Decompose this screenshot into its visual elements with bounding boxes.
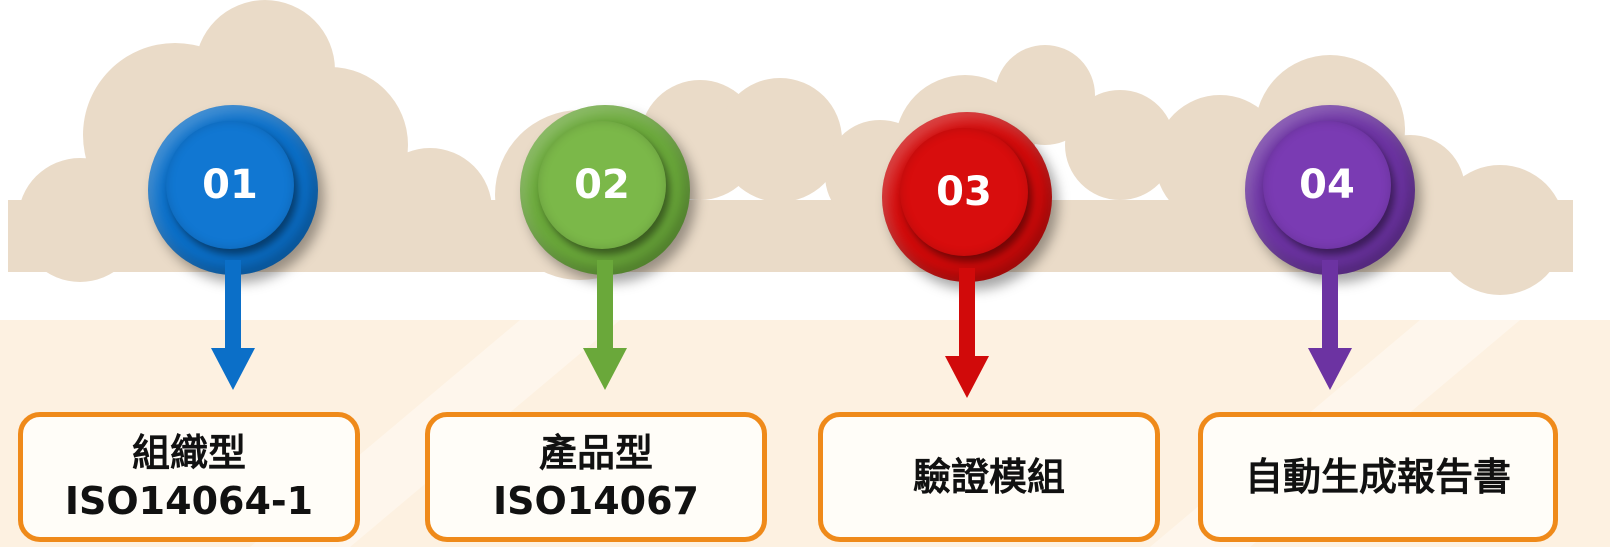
step-02-label-box: 產品型 ISO14067 (425, 412, 767, 542)
step-01-label-box: 組織型 ISO14064-1 (18, 412, 360, 542)
step-03-pin-icon: 03 (882, 112, 1052, 282)
step-01-subtitle: ISO14064-1 (64, 479, 314, 523)
step-04-arrow-stem (1322, 260, 1338, 352)
step-03-arrow-stem (959, 268, 975, 360)
step-02-pin-icon: 02 (520, 105, 690, 275)
step-02: 02 產品型 ISO14067 (0, 0, 767, 542)
step-03-number: 03 (900, 128, 1028, 256)
step-03-arrow-down-icon (945, 356, 989, 398)
step-03-label-box: 驗證模組 (818, 412, 1160, 542)
step-02-title: 產品型 (538, 431, 653, 475)
step-04-arrow-down-icon (1308, 348, 1352, 390)
step-04: 04 自動生成報告書 (0, 0, 1558, 542)
step-04-number: 04 (1263, 121, 1391, 249)
step-01-pin-icon: 01 (148, 105, 318, 275)
step-01-number: 01 (166, 121, 294, 249)
step-02-subtitle: ISO14067 (492, 479, 699, 523)
step-02-arrow-down-icon (583, 348, 627, 390)
step-02-number: 02 (538, 121, 666, 249)
step-01-title: 組織型 (131, 431, 246, 475)
step-04-label-box: 自動生成報告書 (1198, 412, 1558, 542)
step-01: 01 組織型 ISO14064-1 (0, 0, 360, 542)
step-02-arrow-stem (597, 260, 613, 352)
step-01-arrow-stem (225, 260, 241, 352)
step-04-pin-icon: 04 (1245, 105, 1415, 275)
step-04-title: 自動生成報告書 (1244, 455, 1511, 499)
step-03: 03 驗證模組 (0, 0, 1160, 542)
step-01-arrow-down-icon (211, 348, 255, 390)
step-03-title: 驗證模組 (912, 455, 1065, 499)
